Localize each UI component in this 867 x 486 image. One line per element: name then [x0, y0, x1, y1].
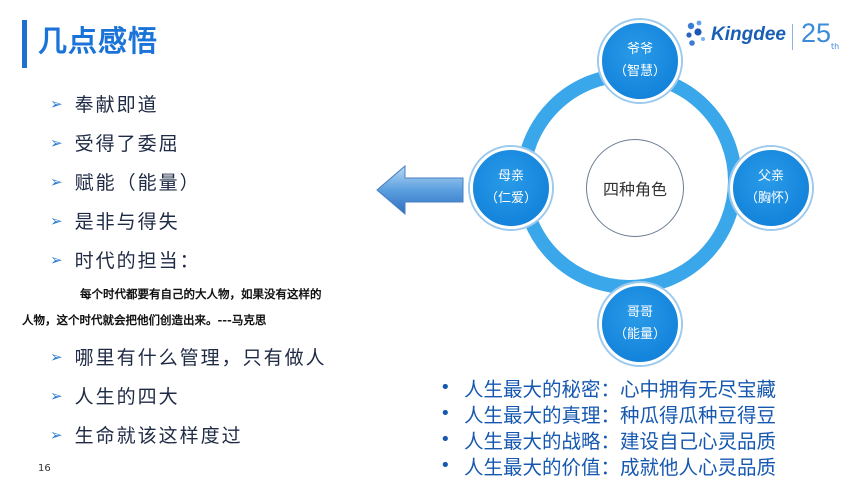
role-node-mother: 母亲 （仁爱） [470, 147, 552, 229]
logo-brand-text: Kingdee [711, 24, 786, 45]
logo-anniversary-number: 25 [801, 18, 832, 48]
bullet-item: ➢奉献即道 [50, 94, 159, 116]
left-arrow-icon [376, 164, 464, 216]
role-node-grandfather: 爷爷 （智慧） [599, 20, 681, 102]
slide-title: 几点感悟 [38, 24, 159, 58]
quote-line-2: 人物，这个时代就会把他们创造出来。---马克思 [22, 313, 267, 327]
roles-center: 四种角色 [586, 139, 684, 237]
bullet-item: ➢是非与得失 [50, 211, 180, 233]
bullet-arrow-icon: ➢ [50, 386, 63, 405]
bullet-arrow-icon: ➢ [50, 347, 63, 366]
bullet-dot-icon: • [440, 428, 451, 450]
role-node-father: 父亲 （胸怀） [730, 147, 812, 229]
logo-divider [792, 24, 793, 50]
life-point-item: •人生最大的价值：成就他人心灵品质 [440, 454, 777, 479]
page-number: 16 [38, 463, 51, 474]
role-node-brother: 哥哥 （能量） [599, 283, 681, 365]
bullet-arrow-icon: ➢ [50, 172, 63, 191]
bullet-dot-icon: • [440, 376, 451, 398]
bullet-arrow-icon: ➢ [50, 425, 63, 444]
bullet-list: ➢奉献即道 ➢受得了委屈 ➢赋能（能量） ➢是非与得失 ➢时代的担当： 每个时代… [22, 84, 390, 454]
bullet-dot-icon: • [440, 402, 451, 424]
bullet-item: ➢时代的担当： [50, 250, 201, 272]
title-accent-bar [22, 20, 27, 68]
quote-line-1: 每个时代都要有自己的大人物，如果没有这样的 [80, 287, 322, 301]
marx-quote: 每个时代都要有自己的大人物，如果没有这样的 人物，这个时代就会把他们创造出来。-… [22, 281, 390, 333]
bullet-item: ➢人生的四大 [50, 386, 180, 408]
bullet-arrow-icon: ➢ [50, 133, 63, 152]
bullet-arrow-icon: ➢ [50, 211, 63, 230]
bullet-item: ➢受得了委屈 [50, 133, 180, 155]
logo-anniversary-suffix: th [831, 42, 840, 51]
bullet-dot-icon: • [440, 454, 451, 476]
life-point-item: •人生最大的真理：种瓜得瓜种豆得豆 [440, 402, 777, 427]
bullet-item: ➢生命就该这样度过 [50, 425, 243, 447]
bullet-arrow-icon: ➢ [50, 250, 63, 269]
kingdee-dots-icon [686, 20, 705, 46]
life-point-item: •人生最大的秘密：心中拥有无尽宝藏 [440, 376, 777, 401]
kingdee-logo: Kingdee 25 th [683, 14, 853, 60]
life-point-item: •人生最大的战略：建设自己心灵品质 [440, 428, 777, 453]
life-points-list: •人生最大的秘密：心中拥有无尽宝藏 •人生最大的真理：种瓜得瓜种豆得豆 •人生最… [440, 374, 777, 479]
bullet-item: ➢哪里有什么管理，只有做人 [50, 347, 327, 369]
bullet-arrow-icon: ➢ [50, 94, 63, 113]
bullet-item: ➢赋能（能量） [50, 172, 201, 194]
